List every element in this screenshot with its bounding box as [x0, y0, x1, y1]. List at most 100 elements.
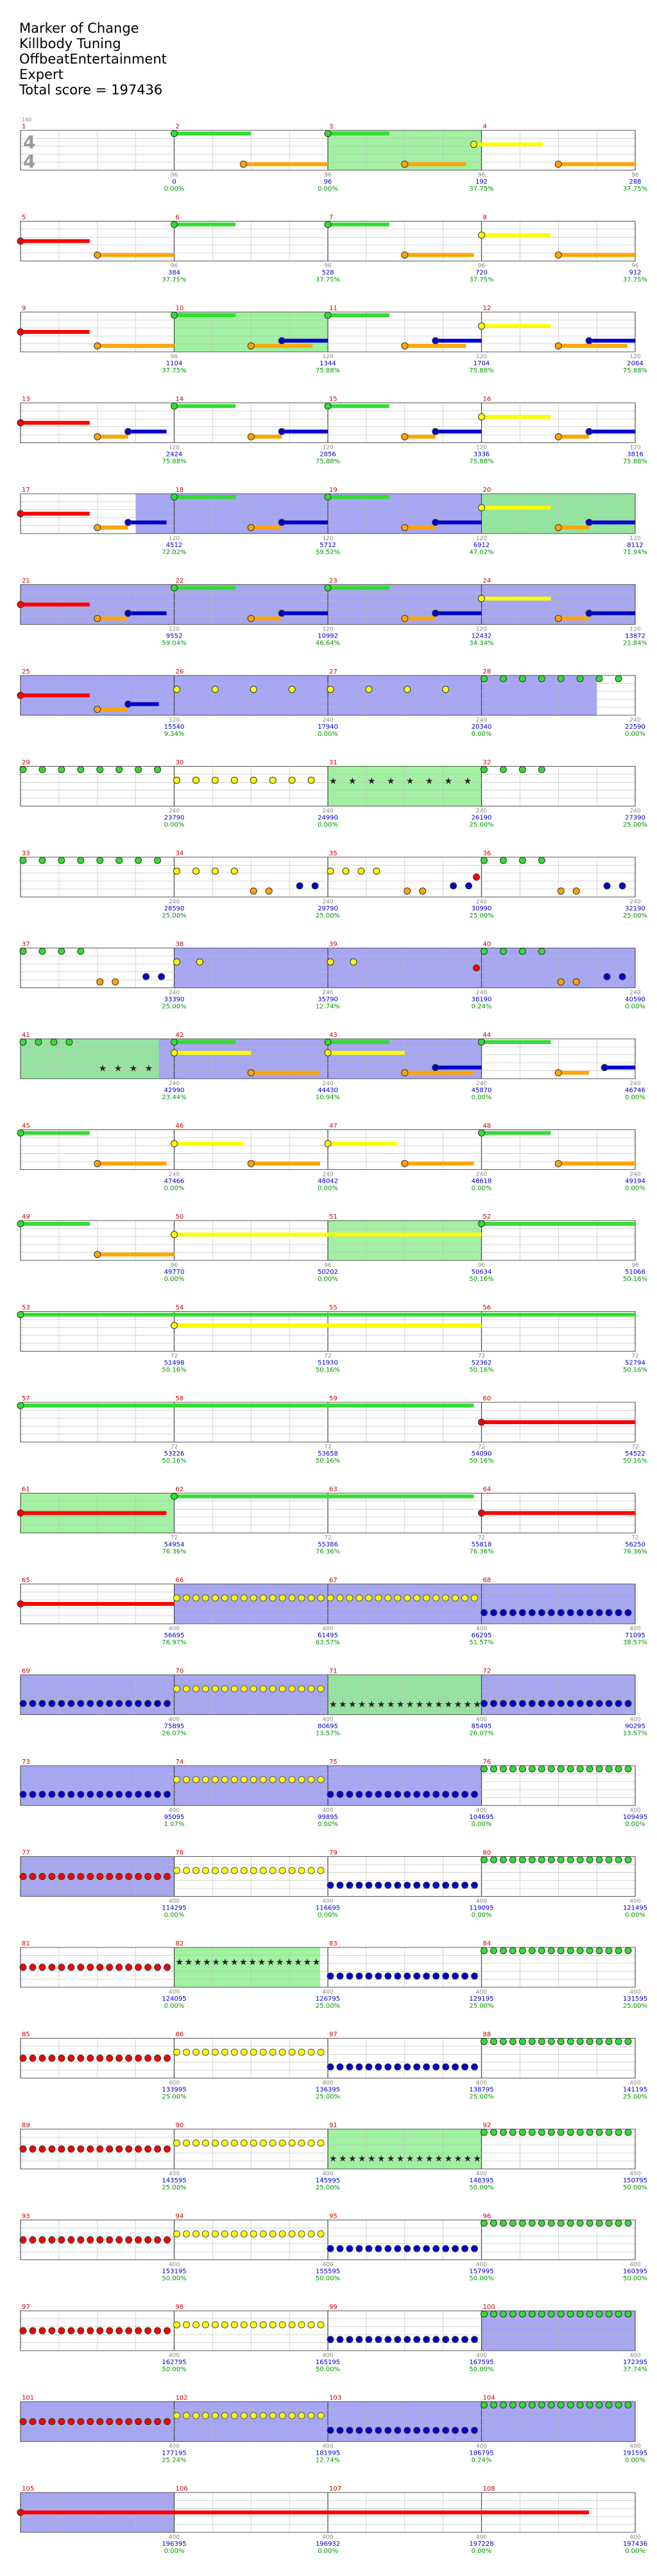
- star-note: ★: [368, 776, 376, 787]
- note-head: [528, 1765, 536, 1773]
- note-head: [211, 867, 219, 875]
- note-head: [327, 2063, 334, 2071]
- percent-label: 37.75%: [623, 277, 647, 284]
- note-head: [77, 1873, 85, 1880]
- measure-number: 13: [22, 396, 30, 403]
- percent-label: 0.00%: [625, 1912, 645, 1919]
- percent-label: 0.00%: [318, 1276, 338, 1283]
- percent-label: 0.00%: [318, 2548, 338, 2555]
- star-note: ★: [368, 1700, 376, 1710]
- note-head: [576, 2219, 584, 2227]
- tick-label: 96: [171, 354, 178, 360]
- note-head: [77, 2055, 85, 2062]
- note-head: [240, 1685, 248, 1693]
- tick-label: 72: [324, 1535, 331, 1542]
- note-head: [67, 2418, 75, 2425]
- score-label: 80695: [318, 1723, 338, 1730]
- note-head: [48, 1791, 56, 1798]
- note-head: [94, 433, 101, 440]
- note-head: [595, 2310, 603, 2318]
- tick-label: 240: [169, 1172, 180, 1178]
- tick-label: 400: [322, 2534, 333, 2541]
- star-note: ★: [464, 2154, 472, 2164]
- note-head: [481, 2310, 488, 2318]
- score-label: 30990: [472, 905, 492, 912]
- note-head: [324, 1038, 332, 1046]
- measure-number: 105: [22, 2485, 34, 2493]
- star-note: ★: [130, 1064, 138, 1074]
- note-head: [48, 2145, 56, 2153]
- note-head: [87, 1963, 94, 1971]
- note-head: [29, 2055, 37, 2062]
- note-head: [490, 2219, 497, 2227]
- score-label: 124095: [162, 1996, 186, 2003]
- note-head: [595, 1700, 603, 1707]
- measure-number: 102: [176, 2395, 188, 2402]
- note-head: [576, 675, 584, 683]
- note-head: [125, 2236, 133, 2243]
- note-head: [278, 2230, 286, 2238]
- note-head: [365, 2426, 373, 2434]
- note-head: [230, 2321, 238, 2329]
- note-head: [355, 1881, 363, 1889]
- note-head: [58, 1963, 65, 1971]
- percent-label: 75.88%: [623, 367, 647, 374]
- measure-number: 97: [22, 2304, 30, 2311]
- note-head: [29, 1963, 37, 1971]
- percent-label: 37.74%: [623, 2366, 647, 2373]
- note-head: [324, 130, 332, 137]
- score-label: 52362: [472, 1360, 492, 1367]
- note-head: [518, 675, 526, 683]
- note-head: [298, 1776, 305, 1784]
- measure-number: 81: [22, 1940, 30, 1947]
- measure-frame: [20, 857, 636, 898]
- note-head: [230, 1776, 238, 1784]
- note-head: [182, 2321, 190, 2329]
- measure-number: 54: [176, 1305, 184, 1312]
- note-head: [307, 1685, 315, 1693]
- note-head: [96, 2236, 104, 2243]
- star-note: ★: [303, 1958, 312, 1968]
- note-head: [567, 2037, 574, 2045]
- note-head: [419, 887, 427, 895]
- note-head: [481, 2037, 488, 2045]
- note-head: [324, 584, 332, 591]
- note-head: [250, 1594, 257, 1602]
- note-head: [135, 2145, 142, 2153]
- note-head: [327, 1881, 334, 1889]
- percent-label: 37.75%: [162, 277, 186, 284]
- note-head: [38, 765, 46, 773]
- note-head: [327, 2336, 334, 2344]
- score-label: 197436: [623, 2541, 647, 2548]
- score-label: 48042: [318, 1178, 338, 1185]
- note-head: [601, 1064, 608, 1072]
- note-head: [394, 1594, 402, 1602]
- note-head: [17, 419, 24, 426]
- note-head: [77, 857, 85, 864]
- note-head: [48, 1700, 56, 1707]
- note-head: [94, 251, 101, 259]
- note-head: [269, 1776, 277, 1784]
- tick-label: 96: [171, 172, 178, 178]
- note-head: [605, 1947, 613, 1954]
- tick-label: 120: [629, 445, 640, 451]
- tick-label: 96: [478, 172, 486, 178]
- note-head: [567, 1765, 574, 1773]
- score-label: 2424: [166, 451, 182, 458]
- star-note: ★: [387, 2154, 395, 2164]
- note-head: [247, 614, 255, 622]
- note-head: [240, 2321, 248, 2329]
- note-head: [518, 857, 526, 864]
- note-head: [182, 2048, 190, 2056]
- score-label: 96: [324, 178, 332, 186]
- note-head: [576, 2401, 584, 2408]
- tick-label: 120: [476, 354, 487, 360]
- note-head: [355, 2336, 363, 2344]
- score-label: 44430: [318, 1087, 338, 1094]
- percent-label: 37.75%: [623, 186, 647, 193]
- score-label: 165195: [316, 2359, 340, 2366]
- note-head: [317, 2412, 325, 2419]
- note-head: [17, 328, 24, 336]
- measure-number: 101: [22, 2395, 34, 2402]
- star-power-zone: [174, 1947, 321, 1987]
